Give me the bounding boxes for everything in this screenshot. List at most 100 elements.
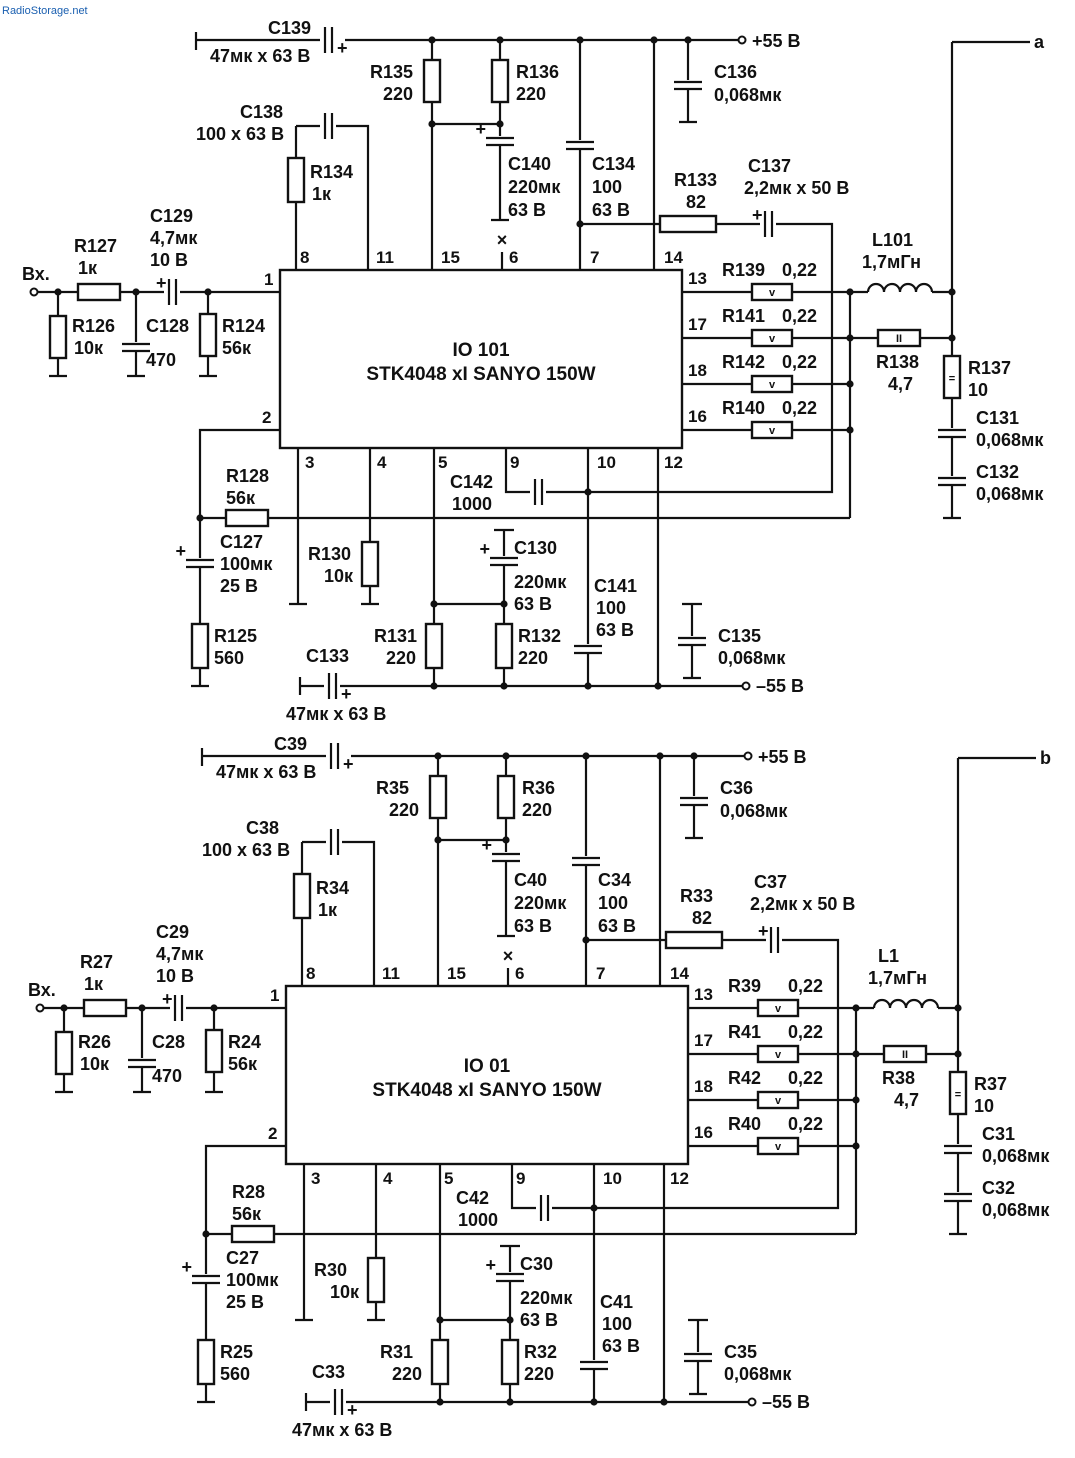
component-value: 0,068мк [724, 1364, 792, 1384]
junction-dot [954, 1050, 962, 1058]
component-value: 100 x 63 В [202, 840, 290, 860]
component-value: 63 В [514, 916, 552, 936]
component-value: 10к [80, 1054, 110, 1074]
component-value: 63 В [592, 200, 630, 220]
component-name: R124 [222, 316, 265, 336]
component-value: 2,2мк x 50 В [750, 894, 855, 914]
component-name: R30 [314, 1260, 347, 1280]
resistor [664, 930, 724, 950]
polarity-mark: + [181, 1257, 192, 1277]
component-value: 470 [152, 1066, 182, 1086]
component-name: C142 [450, 472, 493, 492]
component-value: 56к [228, 1054, 258, 1074]
component-name: C138 [240, 102, 283, 122]
pin-number: 7 [590, 248, 599, 267]
pin-number: 9 [516, 1169, 525, 1188]
component-name: C141 [594, 576, 637, 596]
no-connect-mark: × [497, 230, 508, 250]
component-name: R133 [674, 170, 717, 190]
component-value: 25 В [226, 1292, 264, 1312]
component-value: 1,7мГн [862, 252, 921, 272]
junction-dot [434, 836, 442, 844]
component-name: C38 [246, 818, 279, 838]
component-name: C135 [718, 626, 761, 646]
junction-dot [430, 682, 438, 690]
terminal [741, 681, 751, 691]
component-value: 0,22 [782, 260, 817, 280]
component-value: 0,22 [782, 352, 817, 372]
pin-number: 9 [510, 453, 519, 472]
component-value: 63 В [508, 200, 546, 220]
component-name: C37 [754, 872, 787, 892]
component-name: R38 [882, 1068, 915, 1088]
component-name: R130 [308, 544, 351, 564]
wire [204, 1144, 286, 1234]
pin-number: 15 [441, 248, 460, 267]
pin-number: 6 [509, 248, 518, 267]
resistor-power-mark: = [949, 373, 955, 385]
resistor-power-mark: II [896, 333, 902, 345]
pin-number: 1 [270, 986, 279, 1005]
pin-number: 16 [688, 407, 707, 426]
polarity-mark: + [752, 205, 763, 225]
pin-number: 11 [382, 964, 400, 983]
resistor-power-mark: v [769, 287, 776, 299]
junction-dot [852, 1096, 860, 1104]
component-value: 220 [522, 800, 552, 820]
polarity-mark: + [479, 539, 490, 559]
component-value: 47мк x 63 В [292, 1420, 392, 1440]
component-name: R25 [220, 1342, 253, 1362]
pin-number: 2 [268, 1124, 277, 1143]
polarity-mark: + [162, 989, 173, 1009]
component-name: C140 [508, 154, 551, 174]
resistor [82, 998, 128, 1018]
resistor [76, 282, 122, 302]
pin-number: 10 [597, 453, 616, 472]
component-name: C32 [982, 1178, 1015, 1198]
resistor [658, 214, 718, 234]
terminal [747, 1397, 757, 1407]
component-value: 100мк [226, 1270, 279, 1290]
resistor [422, 58, 442, 104]
resistor [430, 1338, 450, 1386]
component-value: 0,068мк [714, 85, 782, 105]
component-name: R27 [80, 952, 113, 972]
component-value: 4,7мк [150, 228, 198, 248]
pin-number: 8 [300, 248, 309, 267]
component-value: 220мк [508, 177, 561, 197]
pin-number: 12 [664, 453, 683, 472]
chip-part-number: STK4048 xI SANYO 150W [372, 1080, 601, 1101]
component-value: 220 [383, 84, 413, 104]
resistor [204, 1028, 224, 1074]
component-name: R139 [722, 260, 765, 280]
junction-dot [846, 380, 854, 388]
supply-positive-label: +55 В [758, 747, 807, 767]
component-name: C36 [720, 778, 753, 798]
pin-number: 13 [694, 985, 713, 1004]
component-value: 220 [524, 1364, 554, 1384]
junction-dot [506, 1398, 514, 1406]
component-name: R126 [72, 316, 115, 336]
wire [342, 840, 376, 986]
component-name: R32 [524, 1342, 557, 1362]
junction-dot [584, 682, 592, 690]
component-value: 25 В [220, 576, 258, 596]
component-value: 0,068мк [976, 484, 1044, 504]
pin-number: 5 [438, 453, 447, 472]
polarity-mark: + [475, 119, 486, 139]
junction-dot [846, 426, 854, 434]
resistor [196, 1338, 216, 1386]
component-name: R141 [722, 306, 765, 326]
pin-number: 14 [664, 248, 683, 267]
pin-number: 11 [376, 248, 394, 267]
component-value: 1к [312, 184, 332, 204]
component-name: C41 [600, 1292, 633, 1312]
wire [504, 448, 530, 494]
resistor-power-mark: v [769, 333, 776, 345]
component-name: C128 [146, 316, 189, 336]
component-value: 10 [968, 380, 988, 400]
component-value: 1000 [452, 494, 492, 514]
component-value: 63 В [598, 916, 636, 936]
component-name: L1 [878, 946, 899, 966]
resistor-power-mark: v [775, 1095, 782, 1107]
